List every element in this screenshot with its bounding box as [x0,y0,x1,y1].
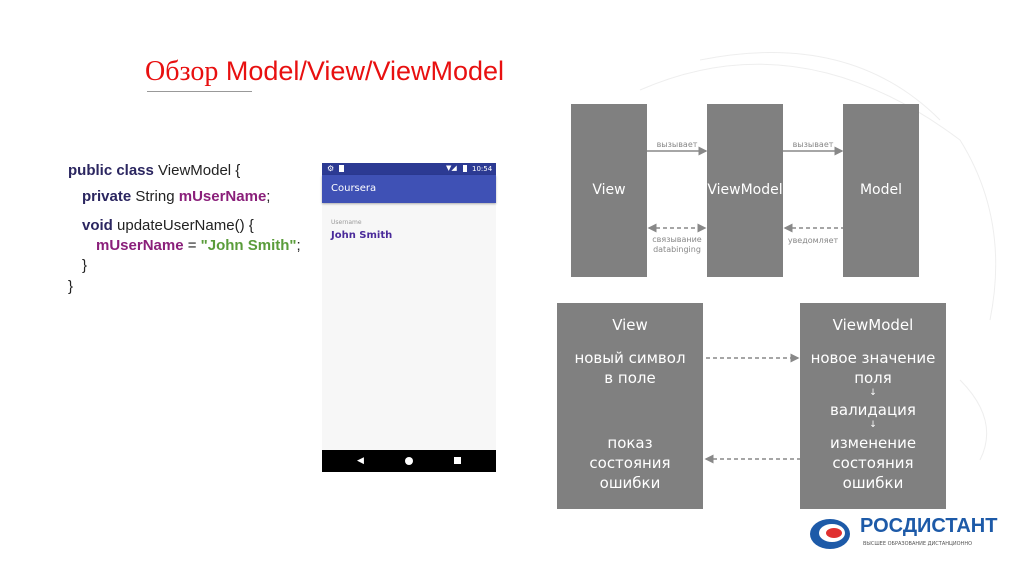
logo-name: РОСДИСТАНТ [860,515,998,537]
view-box: View [571,104,647,277]
status-bar: ⚙ ▼◢ 10:54 [322,163,496,175]
code-line-6: } [68,278,74,295]
calls-label-1: вызывает [656,140,698,149]
down-arrow-icon: ↓ [869,420,877,430]
logo-tagline: ВЫСШЕЕ ОБРАЗОВАНИЕ ДИСТАНЦИОННО [863,541,973,547]
app-bar: Coursera [322,175,496,203]
code-line-5: } [82,257,88,274]
notifies-label: уведомляет [787,236,839,245]
logo-swirl-icon [810,519,850,549]
viewmodel-flow-box: ViewModel новое значение поля ↓ валидаци… [800,303,946,509]
sd-card-icon [339,165,344,172]
rosdistant-logo: РОСДИСТАНТ ВЫСШЕЕ ОБРАЗОВАНИЕ ДИСТАНЦИОН… [808,515,998,555]
nav-bar: ◀ [322,450,496,472]
viewmodel-box: ViewModel [707,104,783,277]
slide-title: Обзор Model/View/ViewModel [145,56,504,88]
home-icon[interactable] [405,457,413,465]
wifi-signal-icon: ▼◢ [446,164,457,172]
username-label: Username [331,219,362,226]
code-line-4: mUserName = "John Smith"; [96,237,301,254]
title-prefix: Обзор [145,56,219,87]
settings-icon: ⚙ [327,164,335,173]
code-line-3: void updateUserName() { [82,217,254,234]
username-value[interactable]: John Smith [331,230,393,241]
model-box: Model [843,104,919,277]
title-underline [147,91,252,92]
title-rest: Model/View/ViewModel [218,56,505,86]
app-title: Coursera [331,183,377,194]
phone-screenshot: ⚙ ▼◢ 10:54 Coursera Username John Smith … [322,163,496,472]
back-icon[interactable]: ◀ [357,456,364,466]
code-line-1: public class ViewModel { [68,162,241,179]
down-arrow-icon: ↓ [869,388,877,398]
code-line-2: private String mUserName; [82,188,271,205]
view-flow-box: View новый символ в поле показ состояния… [557,303,703,509]
recents-icon[interactable] [454,457,461,464]
battery-icon [463,165,467,172]
calls-label-2: вызывает [792,140,834,149]
status-time: 10:54 [472,165,493,173]
